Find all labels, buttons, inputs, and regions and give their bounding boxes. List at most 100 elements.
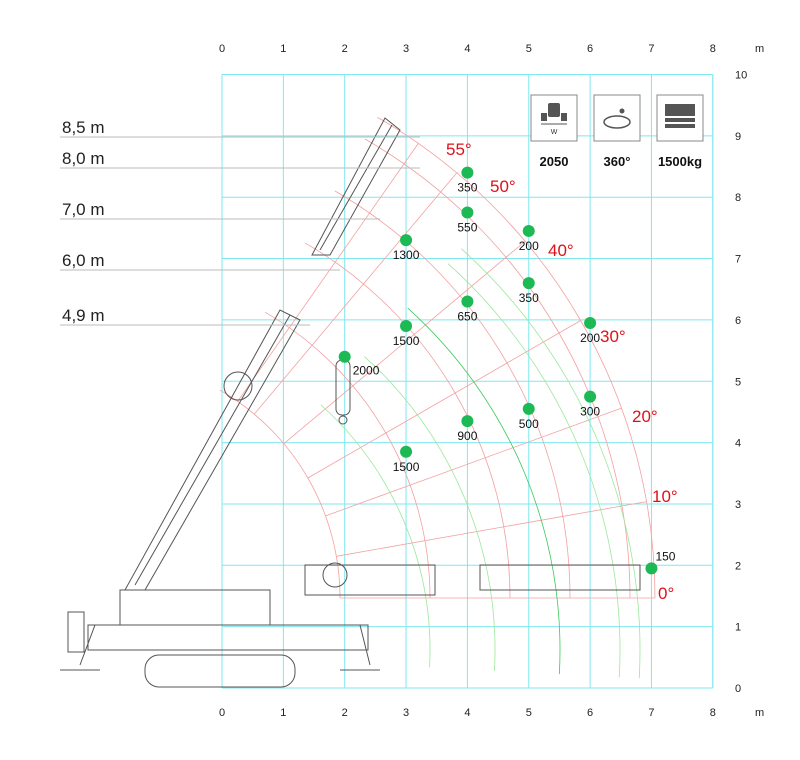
x-tick-top: 8 bbox=[710, 43, 716, 55]
angle-line bbox=[253, 172, 458, 415]
x-tick-bottom: 5 bbox=[526, 707, 532, 719]
angle-label: 30° bbox=[600, 327, 626, 346]
x-unit-top: m bbox=[755, 43, 764, 55]
load-label: 1300 bbox=[393, 248, 420, 262]
spec-value: 1500kg bbox=[658, 154, 702, 169]
x-tick-top: 3 bbox=[403, 43, 409, 55]
y-tick: 7 bbox=[735, 254, 741, 266]
load-label: 1500 bbox=[393, 460, 420, 474]
y-tick: 2 bbox=[735, 560, 741, 572]
load-label: 650 bbox=[457, 309, 477, 323]
x-tick-bottom: 3 bbox=[403, 707, 409, 719]
y-tick: 1 bbox=[735, 622, 741, 634]
load-label: 350 bbox=[519, 291, 539, 305]
svg-text:W: W bbox=[551, 129, 558, 136]
load-point bbox=[645, 562, 658, 575]
reach-arc bbox=[219, 389, 341, 599]
spec-icon-box bbox=[593, 94, 641, 142]
y-tick: 4 bbox=[735, 438, 741, 450]
x-tick-top: 4 bbox=[464, 43, 470, 55]
load-point bbox=[461, 206, 474, 219]
boom-horizontal-short bbox=[304, 564, 436, 596]
load-point bbox=[400, 320, 413, 333]
boom-length-label: 8,5 m bbox=[62, 118, 105, 137]
hook-path-arc bbox=[320, 404, 431, 668]
y-tick: 6 bbox=[735, 315, 741, 327]
boom-horizontal-long bbox=[479, 564, 641, 591]
boom-length-label: 8,0 m bbox=[62, 149, 105, 168]
x-tick-top: 7 bbox=[648, 43, 654, 55]
y-tick: 5 bbox=[735, 376, 741, 388]
load-point bbox=[461, 295, 474, 308]
x-tick-bottom: 8 bbox=[710, 707, 716, 719]
hook-block bbox=[335, 359, 351, 416]
crawler-track bbox=[144, 654, 296, 688]
outrigger-width-icon: W bbox=[541, 103, 567, 136]
load-label: 350 bbox=[457, 181, 477, 195]
angle-label: 50° bbox=[490, 177, 516, 196]
load-point bbox=[338, 350, 351, 363]
crane-drawing bbox=[60, 117, 641, 688]
y-tick: 10 bbox=[735, 70, 747, 82]
boom-4-9m bbox=[124, 309, 301, 591]
load-label: 200 bbox=[580, 331, 600, 345]
load-label: 200 bbox=[519, 239, 539, 253]
x-tick-bottom: 6 bbox=[587, 707, 593, 719]
boom-length-label: 7,0 m bbox=[62, 200, 105, 219]
counterweight-icon bbox=[665, 104, 695, 128]
load-points: 3505502001300350650200150020003005009001… bbox=[338, 166, 676, 575]
spec-rotation-360-icon: 360° bbox=[593, 94, 641, 169]
x-tick-bottom: 1 bbox=[280, 707, 286, 719]
spec-icon-box bbox=[530, 94, 578, 142]
load-label: 1500 bbox=[393, 334, 420, 348]
boom-8-5m bbox=[311, 117, 401, 256]
hook-path-arc bbox=[364, 356, 496, 671]
boom-length-label: 4,9 m bbox=[62, 306, 105, 325]
load-point bbox=[461, 415, 474, 428]
angle-line bbox=[336, 501, 647, 557]
load-point bbox=[522, 277, 535, 290]
x-tick-bottom: 0 bbox=[219, 707, 225, 719]
load-point bbox=[584, 316, 597, 329]
boom-length-lines: 8,5 m 8,0 m 7,0 m 6,0 m 4,9 m bbox=[60, 118, 420, 326]
load-label: 500 bbox=[519, 417, 539, 431]
hook-path-arc bbox=[461, 248, 641, 679]
x-tick-bottom: 2 bbox=[342, 707, 348, 719]
x-tick-top: 5 bbox=[526, 43, 532, 55]
y-tick: 3 bbox=[735, 499, 741, 511]
angle-label: 20° bbox=[632, 407, 658, 426]
load-label: 2000 bbox=[353, 364, 380, 378]
winch-drum bbox=[223, 371, 253, 401]
angle-line bbox=[325, 407, 622, 517]
angle-label: 55° bbox=[446, 140, 472, 159]
x-tick-bottom: 7 bbox=[648, 707, 654, 719]
hook-path-arc bbox=[407, 307, 561, 675]
y-tick: 8 bbox=[735, 192, 741, 204]
crane-chassis bbox=[87, 624, 369, 651]
load-point bbox=[400, 234, 413, 247]
load-label: 550 bbox=[457, 221, 477, 235]
angle-label: 10° bbox=[652, 487, 678, 506]
angle-line bbox=[237, 143, 419, 402]
boom-length-label: 6,0 m bbox=[62, 251, 105, 270]
load-label: 900 bbox=[457, 429, 477, 443]
x-tick-top: 0 bbox=[219, 43, 225, 55]
rotation-360-icon bbox=[603, 108, 631, 129]
x-tick-top: 2 bbox=[342, 43, 348, 55]
working-range-arcs: 55° 50° 40° 30° 20° 10° 0° bbox=[219, 117, 678, 679]
angle-label: 0° bbox=[658, 584, 674, 603]
angle-label: 40° bbox=[548, 241, 574, 260]
x-tick-bottom: 4 bbox=[464, 707, 470, 719]
load-point bbox=[400, 445, 413, 458]
x-unit-bottom: m bbox=[755, 707, 764, 719]
angle-line bbox=[283, 240, 526, 445]
hook-path-arc bbox=[447, 263, 621, 678]
load-point bbox=[522, 224, 535, 237]
load-point bbox=[461, 166, 474, 179]
spec-value: 360° bbox=[604, 154, 631, 169]
spec-counterweight-icon: 1500kg bbox=[656, 94, 704, 169]
remote-control bbox=[67, 611, 85, 653]
